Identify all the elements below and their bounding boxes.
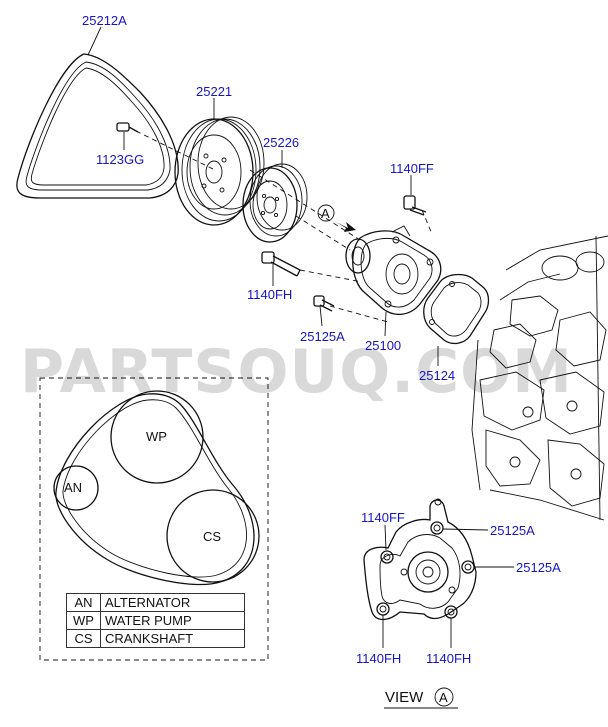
label-25226: 25226 xyxy=(263,135,299,150)
leader-view-1140ff xyxy=(384,524,387,551)
pulley-wp-circle xyxy=(110,390,204,484)
view-label-1140fh-left: 1140FH xyxy=(356,651,401,666)
view-label-1140ff: 1140FF xyxy=(361,510,405,525)
view-label-25125a-right: 25125A xyxy=(516,560,561,575)
legend-row: CS CRANKSHAFT xyxy=(66,629,245,648)
view-title-marker-circle xyxy=(434,687,454,707)
label-25124: 25124 xyxy=(419,368,455,383)
pulley-an-circle xyxy=(53,465,99,511)
legend-code: WP xyxy=(66,611,101,630)
label-25100: 25100 xyxy=(365,338,401,353)
view-title-marker-letter: A xyxy=(439,690,448,705)
bolt-1123gg-drawing xyxy=(116,122,139,133)
leader-view-25125a-top xyxy=(442,528,489,531)
label-25125a-left: 25125A xyxy=(300,329,345,344)
view-marker-circle xyxy=(317,204,335,222)
pulley-25221-drawing xyxy=(174,116,265,226)
belt-legend-table: AN ALTERNATOR WP WATER PUMP CS CRANKSHAF… xyxy=(66,593,245,648)
gasket-drawing xyxy=(423,273,490,345)
watermark: PARTSOUQ.COM xyxy=(20,337,573,407)
view-arrow-icon xyxy=(336,222,356,232)
bolt-1140fh-drawing xyxy=(261,251,301,277)
assembly-lines xyxy=(135,130,433,323)
dowel-25125a-drawing xyxy=(313,295,335,312)
label-1140fh-left: 1140FH xyxy=(247,287,292,302)
leader-belt xyxy=(87,26,102,56)
belt-routing-drawing xyxy=(53,390,260,586)
view-label-25125a-top: 25125A xyxy=(490,523,535,538)
legend-code: AN xyxy=(66,593,101,612)
pulley-an-label: AN xyxy=(64,480,82,495)
view-title: VIEW xyxy=(385,689,424,706)
pulley-wp-label: WP xyxy=(146,429,167,444)
legend-code: CS xyxy=(66,629,101,648)
pulley-cs-circle xyxy=(166,489,260,583)
pulley-25226-drawing xyxy=(242,163,308,243)
label-1140ff-top: 1140FF xyxy=(390,161,434,176)
legend-row: WP WATER PUMP xyxy=(66,611,245,630)
water-pump-drawing xyxy=(345,225,442,315)
belt-routing-box xyxy=(39,377,269,661)
label-25221: 25221 xyxy=(196,84,232,99)
belt-drawing xyxy=(16,53,179,199)
leader-25125a-left xyxy=(319,305,323,327)
view-marker-letter: A xyxy=(321,206,330,221)
legend-name: CRANKSHAFT xyxy=(100,629,245,648)
view-label-1140fh-right: 1140FH xyxy=(426,651,471,666)
label-belt: 25212A xyxy=(82,13,127,28)
engine-block-drawing xyxy=(471,235,608,521)
legend-name: ALTERNATOR xyxy=(100,593,245,612)
bolt-1140ff-drawing xyxy=(403,195,427,216)
legend-row: AN ALTERNATOR xyxy=(66,593,245,612)
leader-25100 xyxy=(384,311,387,337)
pulley-cs-label: CS xyxy=(203,529,221,544)
label-1123gg: 1123GG xyxy=(96,152,144,167)
legend-name: WATER PUMP xyxy=(100,611,245,630)
